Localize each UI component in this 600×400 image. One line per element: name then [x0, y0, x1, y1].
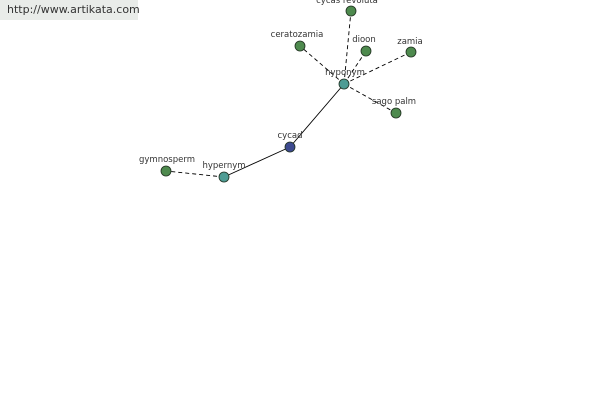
node-dot-zamia[interactable]: [405, 46, 417, 58]
node-hypernym[interactable]: hypernym: [202, 161, 246, 183]
node-gymnosperm[interactable]: gymnosperm: [139, 155, 195, 177]
node-label-cycad: cycad: [278, 131, 303, 141]
site-url[interactable]: http://www.artikata.com: [0, 0, 140, 20]
edges-layer: [165, 10, 412, 178]
node-label-gymnosperm: gymnosperm: [139, 155, 195, 165]
edge-hypernym-gymnosperm: [165, 170, 225, 178]
node-dot-cycas-revoluta[interactable]: [345, 5, 357, 17]
node-dot-sago-palm[interactable]: [390, 107, 402, 119]
node-dot-hypernym[interactable]: [218, 171, 230, 183]
node-dot-ceratozamia[interactable]: [294, 40, 306, 52]
node-hyponym[interactable]: hyponym: [325, 68, 365, 90]
edge-hyponym-zamia: [343, 51, 412, 85]
node-zamia[interactable]: zamia: [397, 37, 423, 58]
node-dot-gymnosperm[interactable]: [160, 165, 172, 177]
nodes-layer: cycad hypernym hyponym gymnosperm cycas revo…: [139, 0, 423, 183]
node-dioon[interactable]: dioon: [352, 35, 376, 57]
node-cycad[interactable]: cycad: [278, 131, 303, 153]
edge-hyponym-cycas-revoluta: [343, 10, 352, 85]
edge-cycad-hypernym: [223, 146, 291, 178]
edge-hyponym-ceratozamia: [299, 45, 345, 85]
node-label-cycas-revoluta: cycas revoluta: [316, 0, 378, 6]
node-cycas-revoluta[interactable]: cycas revoluta: [316, 0, 378, 17]
node-ceratozamia[interactable]: ceratozamia: [271, 30, 324, 52]
node-sago-palm[interactable]: sago palm: [372, 97, 416, 119]
node-label-dioon: dioon: [352, 35, 376, 45]
node-dot-dioon[interactable]: [360, 45, 372, 57]
node-dot-cycad[interactable]: [284, 141, 296, 153]
node-label-zamia: zamia: [397, 37, 423, 47]
node-label-hypernym: hypernym: [202, 161, 245, 171]
node-label-sago-palm: sago palm: [372, 97, 416, 107]
edge-cycad-hyponym: [289, 83, 345, 148]
node-label-ceratozamia: ceratozamia: [271, 30, 324, 40]
node-label-hyponym: hyponym: [325, 68, 365, 78]
edge-hyponym-sago-palm: [343, 83, 397, 114]
node-dot-hyponym[interactable]: [338, 78, 350, 90]
